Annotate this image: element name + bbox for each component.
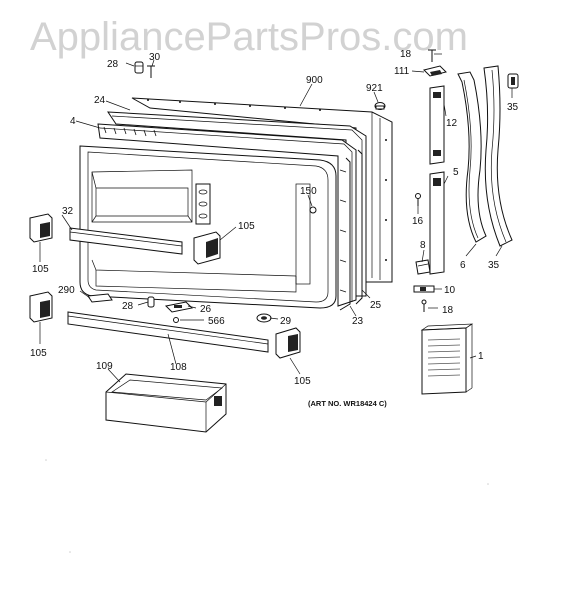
door-inner-liner bbox=[79, 145, 337, 309]
callout-5: 5 bbox=[453, 167, 459, 178]
watermark-text: AppliancePartsPros.com bbox=[30, 15, 468, 59]
callout-12: 12 bbox=[446, 118, 458, 129]
bracket-26 bbox=[164, 301, 194, 313]
hinge-bracket-12 bbox=[429, 85, 445, 165]
callout-18-top: 18 bbox=[400, 49, 412, 60]
callout-28-mid: 28 bbox=[122, 301, 134, 312]
callout-921: 921 bbox=[366, 83, 383, 94]
callout-labels: 28 30 900 921 18 111 35 24 4 12 5 150 16… bbox=[30, 49, 519, 387]
screw-18-top bbox=[428, 49, 436, 62]
leader-lines bbox=[39, 53, 513, 383]
callout-109: 109 bbox=[96, 361, 113, 372]
cam-8 bbox=[415, 259, 431, 275]
callout-35-top: 35 bbox=[507, 102, 519, 113]
shelf-end-cap-105c bbox=[29, 291, 53, 323]
shelf-end-cap-105d bbox=[275, 327, 301, 359]
callout-105-right: 105 bbox=[294, 376, 311, 387]
callout-25: 25 bbox=[370, 300, 382, 311]
callout-105-left-bottom: 105 bbox=[30, 348, 47, 359]
storage-bin-109 bbox=[105, 373, 227, 433]
callout-150: 150 bbox=[300, 186, 317, 197]
callout-18-bottom: 18 bbox=[442, 305, 454, 316]
callout-26: 26 bbox=[200, 304, 212, 315]
callout-1: 1 bbox=[478, 351, 484, 362]
handle-6 bbox=[457, 71, 487, 243]
screw-18-bottom bbox=[421, 299, 427, 312]
callout-16: 16 bbox=[412, 216, 424, 227]
door-strip-25 bbox=[355, 149, 363, 305]
callout-32: 32 bbox=[62, 206, 74, 217]
callout-105-left-top: 105 bbox=[32, 264, 49, 275]
door-gasket-4 bbox=[97, 123, 357, 307]
callout-4: 4 bbox=[70, 116, 76, 127]
art-number-label: (ART NO. WR18424 C) bbox=[308, 399, 387, 408]
cap-28-mid bbox=[147, 296, 155, 308]
callout-8: 8 bbox=[420, 240, 426, 251]
callout-6: 6 bbox=[460, 260, 466, 271]
callout-290: 290 bbox=[58, 285, 75, 296]
callout-28-top: 28 bbox=[107, 59, 119, 70]
callout-108: 108 bbox=[170, 362, 187, 373]
callout-23: 23 bbox=[352, 316, 364, 327]
callout-24: 24 bbox=[94, 95, 106, 106]
liner-screw-150 bbox=[309, 206, 317, 214]
screw-30 bbox=[147, 65, 155, 78]
callout-105-mid: 105 bbox=[238, 221, 255, 232]
shelf-bar-108 bbox=[67, 311, 269, 353]
callout-10: 10 bbox=[444, 285, 456, 296]
callout-900: 900 bbox=[306, 75, 323, 86]
hinge-5 bbox=[429, 171, 445, 275]
screw-16 bbox=[415, 193, 421, 206]
callout-566: 566 bbox=[208, 316, 225, 327]
end-cap-35 bbox=[507, 73, 519, 89]
door-plug-921 bbox=[374, 102, 386, 110]
door-strip-23 bbox=[339, 157, 351, 311]
washer-29 bbox=[256, 313, 272, 323]
callout-29: 29 bbox=[280, 316, 292, 327]
shelf-end-cap-105a bbox=[29, 213, 53, 243]
callout-111: 111 bbox=[394, 66, 410, 77]
shelf-bar-32 bbox=[69, 227, 183, 255]
scan-specks bbox=[45, 459, 489, 553]
owners-manual-1 bbox=[420, 323, 474, 395]
callout-30: 30 bbox=[149, 52, 161, 63]
shelf-end-cap-105b bbox=[193, 231, 221, 265]
cap-28-top bbox=[134, 61, 144, 74]
block-290 bbox=[87, 293, 113, 303]
screw-566 bbox=[173, 317, 179, 323]
callout-35-bottom: 35 bbox=[488, 260, 500, 271]
bracket-10 bbox=[413, 285, 435, 293]
handle-35 bbox=[483, 65, 513, 247]
hinge-cap-111 bbox=[423, 65, 447, 77]
